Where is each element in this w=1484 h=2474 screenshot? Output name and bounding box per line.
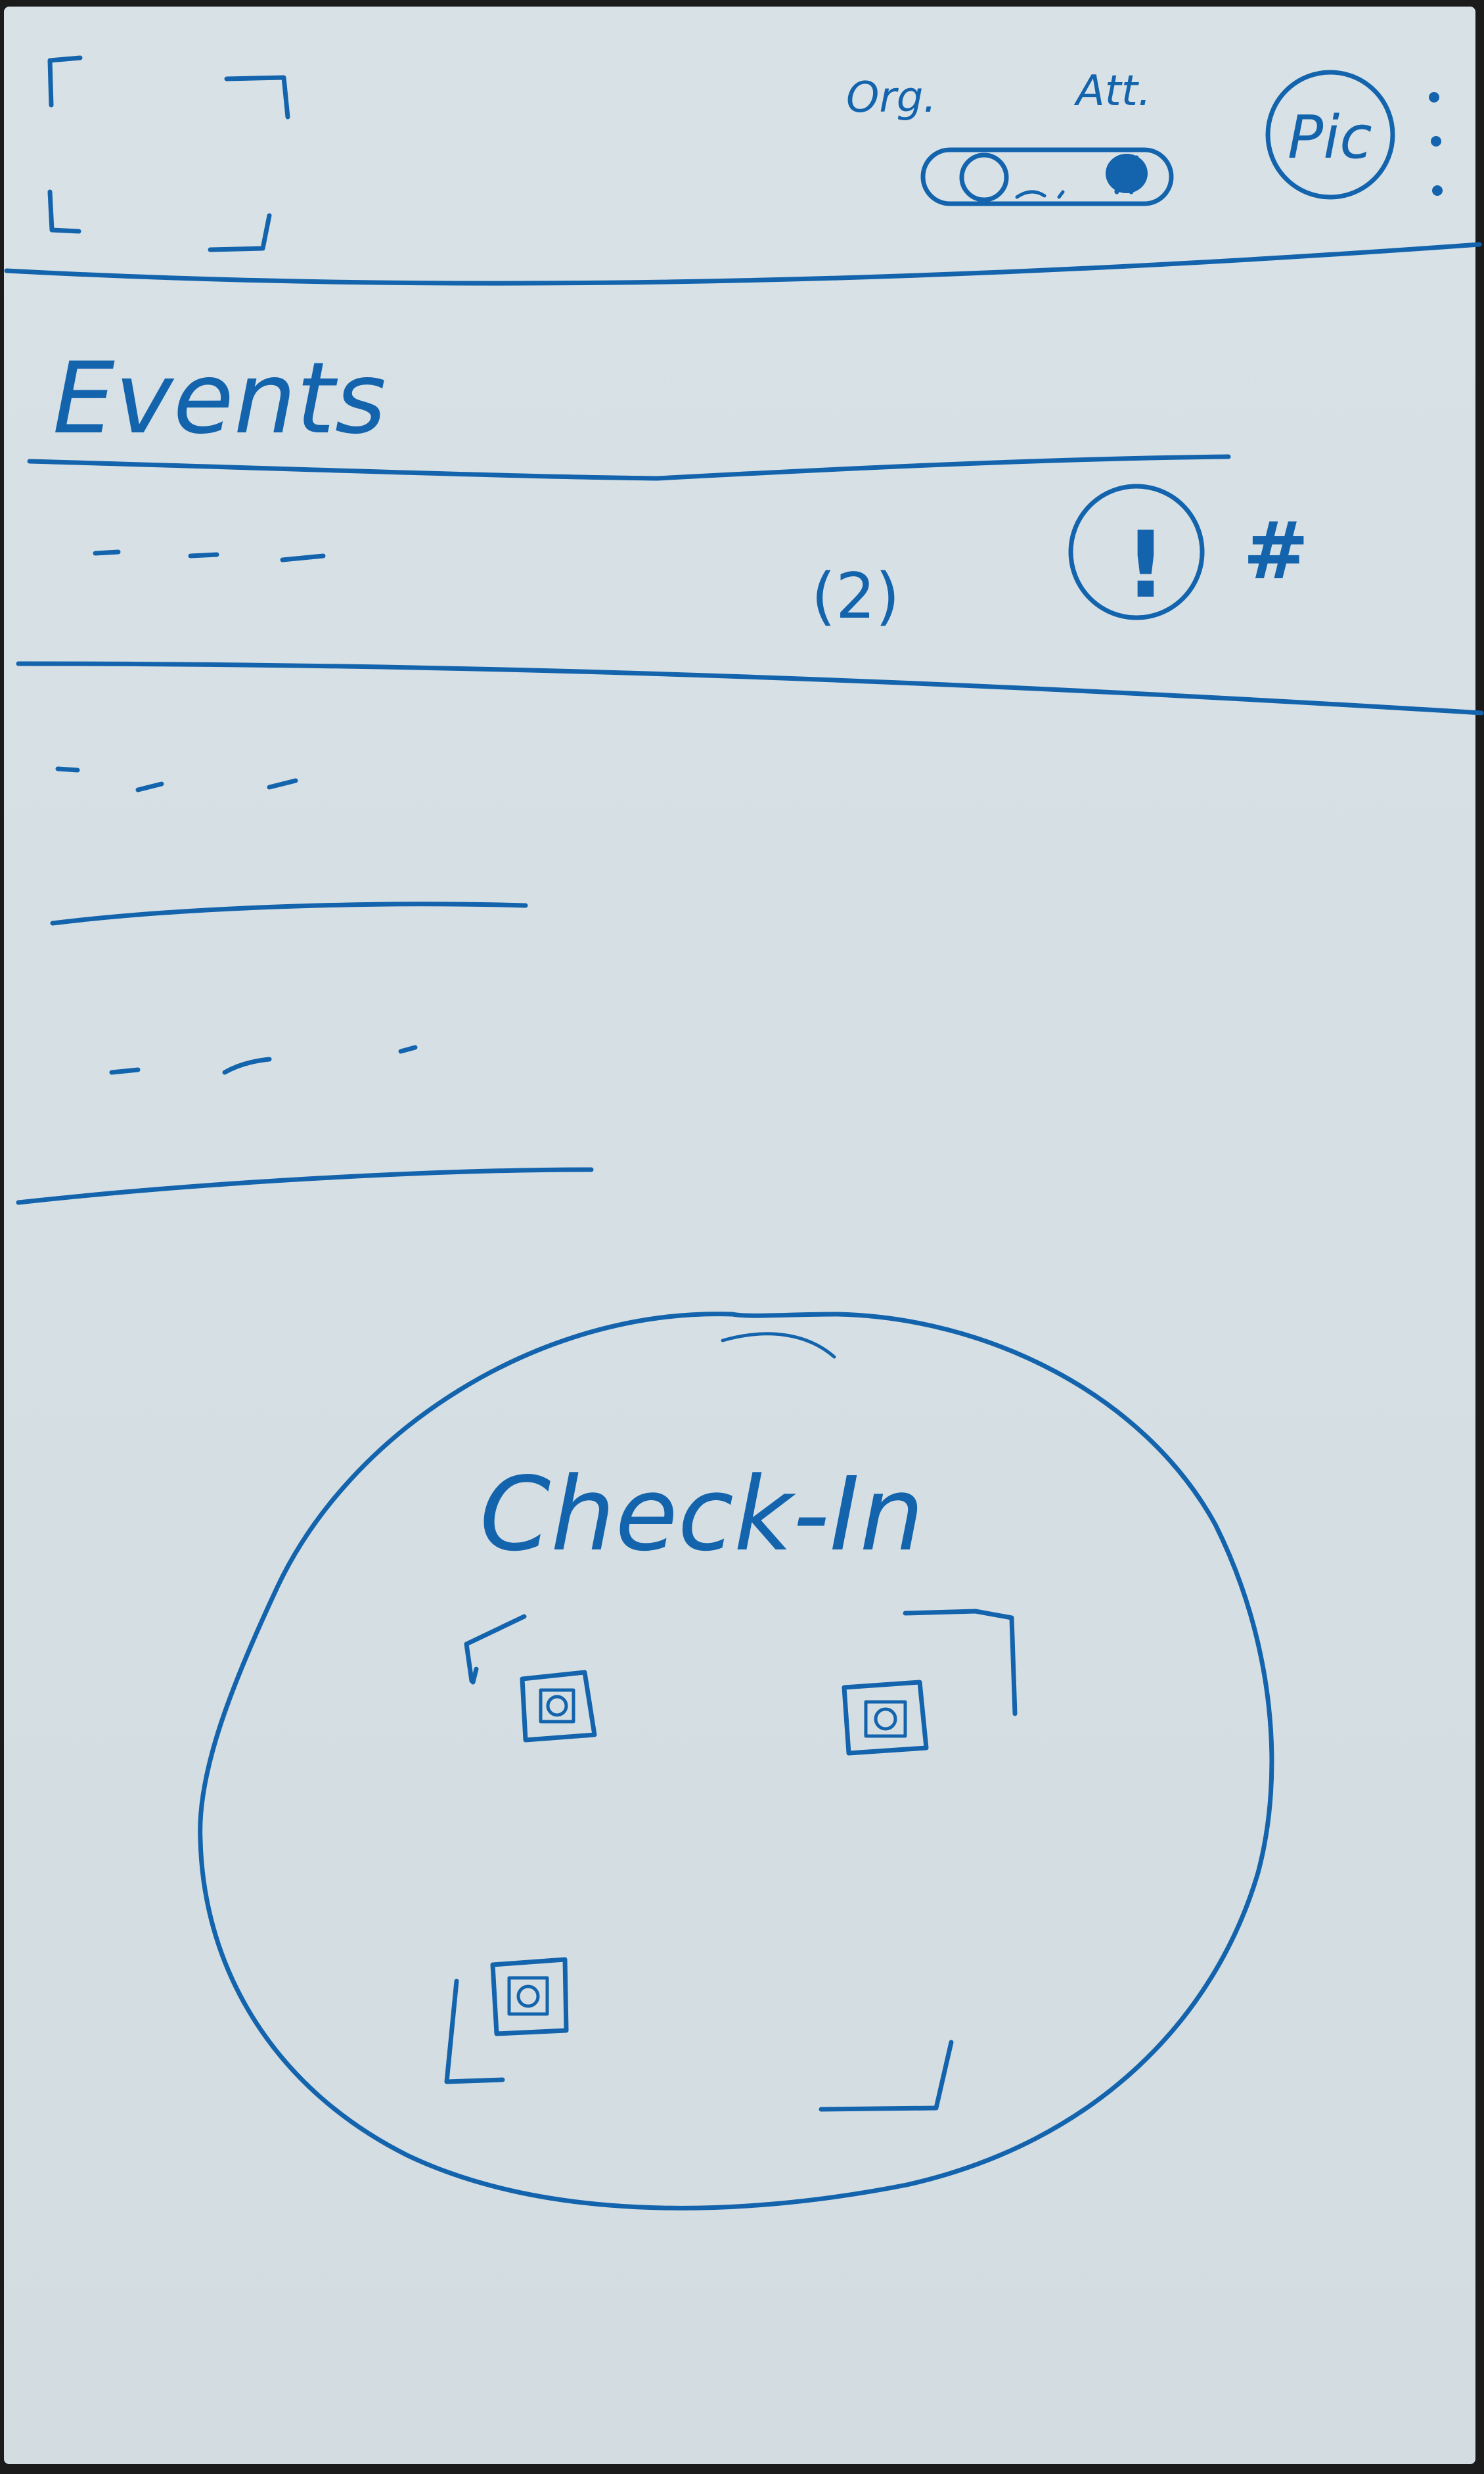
list-item[interactable]: (2) ! # (13, 484, 1484, 716)
toggle-knob (959, 152, 1009, 202)
list-divider (16, 1167, 594, 1205)
toggle-track (920, 147, 1174, 206)
scan-frame-icon (444, 1609, 1018, 2112)
event-count: (2) (811, 561, 900, 633)
event-name-placeholder (93, 549, 326, 562)
toggle-att-label: Att. (1073, 67, 1151, 116)
toggle-org-label: Org. (846, 74, 937, 122)
more-vertical-icon[interactable] (1412, 72, 1458, 210)
events-section: Events (2) ! # (13, 342, 1484, 1205)
title-divider (27, 454, 1231, 481)
list-divider (16, 661, 1484, 716)
qr-code-icon (520, 1670, 597, 1743)
qr-code-icon (490, 1957, 569, 2036)
avatar[interactable]: Pic (1265, 70, 1395, 200)
page-title: Events (53, 342, 386, 456)
scan-frame-icon[interactable] (36, 49, 305, 266)
alert-circle-icon[interactable]: ! (1068, 484, 1205, 620)
avatar-label: Pic (1288, 103, 1372, 172)
screen-surface (4, 7, 1475, 2464)
header-divider (4, 242, 1482, 286)
checkin-label: Check-In (480, 1455, 924, 1574)
role-toggle[interactable]: Org. Att. (846, 67, 1174, 206)
event-name-placeholder (109, 1045, 418, 1075)
qr-code-icon (842, 1680, 929, 1756)
svg-text:!: ! (1125, 512, 1167, 619)
toggle-filled-end (1106, 154, 1148, 193)
checkin-button[interactable]: Check-In (198, 1312, 1274, 2211)
list-divider (50, 902, 528, 926)
list-item[interactable] (13, 723, 604, 926)
list-item[interactable] (13, 946, 604, 1205)
event-name-placeholder (55, 766, 298, 792)
app-header: Org. Att. Pic (4, 49, 1482, 286)
hash-icon[interactable]: # (1243, 506, 1309, 597)
